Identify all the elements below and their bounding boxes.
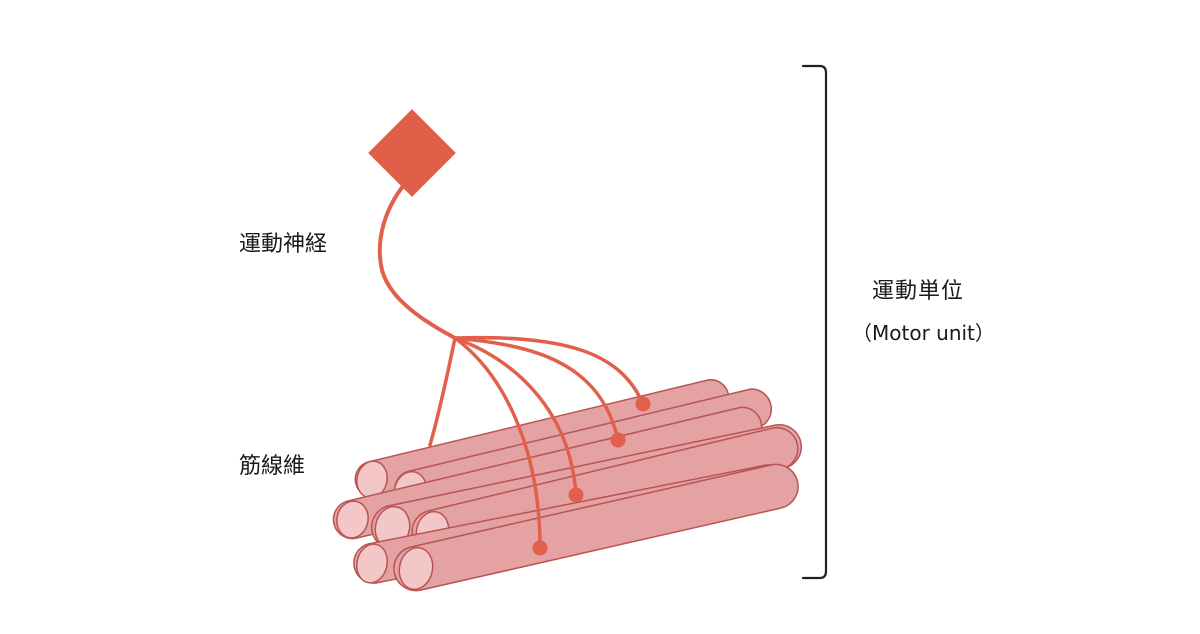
junction-dot xyxy=(611,433,626,448)
junction-dot xyxy=(533,541,548,556)
nerve-branch xyxy=(455,338,643,404)
motor-nerve-label: 運動神経 xyxy=(239,232,327,258)
motor-neuron-cell-body xyxy=(368,109,456,197)
motor-nerve-axon xyxy=(380,178,455,338)
junction-dot xyxy=(569,488,584,503)
motor-unit-bracket xyxy=(803,66,826,578)
junction-dot xyxy=(636,397,651,412)
nerve-branch xyxy=(430,338,455,445)
muscle-fiber-label: 筋線維 xyxy=(239,454,305,480)
motor-unit-english-label: （Motor unit） xyxy=(852,320,995,346)
muscle-fiber-bundle xyxy=(333,380,801,593)
motor-unit-label: 運動単位 xyxy=(872,279,964,305)
